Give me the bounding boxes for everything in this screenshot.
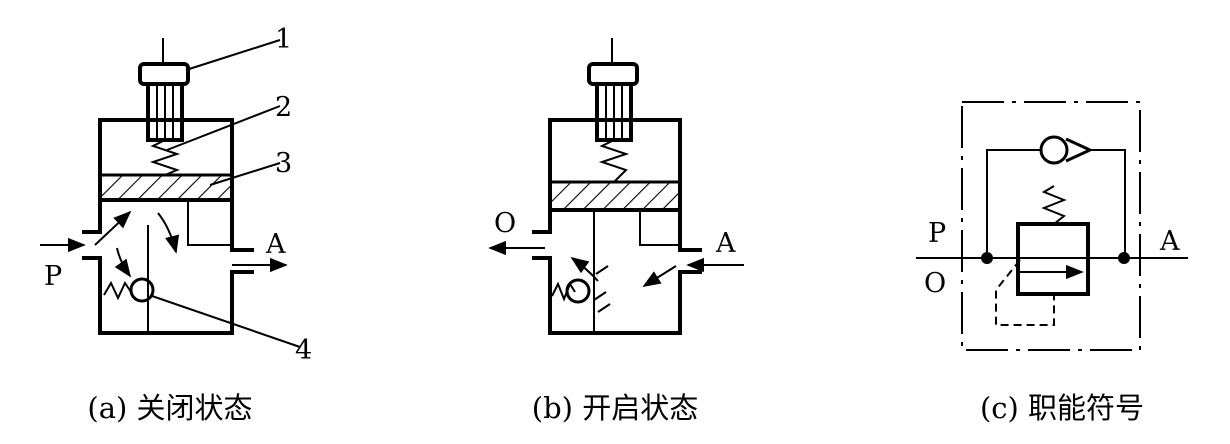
callout-3: 3 bbox=[275, 148, 292, 179]
callout-2: 2 bbox=[275, 92, 292, 123]
valve-body bbox=[82, 118, 254, 335]
panel-b-open-state: O A (b) 开启状态 bbox=[488, 38, 744, 425]
caption-b: (b) 开启状态 bbox=[532, 391, 698, 425]
screw-head bbox=[138, 62, 190, 86]
junction-left bbox=[981, 252, 993, 264]
port-label-o: O bbox=[494, 208, 516, 239]
port-label-a: A bbox=[715, 228, 736, 259]
spring bbox=[1041, 185, 1067, 225]
piston bbox=[548, 180, 682, 212]
callout-1: 1 bbox=[275, 24, 292, 55]
port-label-p: P bbox=[928, 218, 946, 249]
port-label-o: O bbox=[924, 268, 946, 299]
port-label-a: A bbox=[1159, 226, 1180, 257]
panel-c-function-symbol: P O A (c) 职能符号 bbox=[916, 101, 1188, 425]
valve-body bbox=[532, 118, 702, 335]
port-label-p: P bbox=[44, 261, 62, 292]
check-ball bbox=[129, 277, 155, 303]
spring bbox=[149, 139, 181, 176]
screw-head bbox=[587, 62, 639, 86]
spring bbox=[598, 139, 630, 183]
caption-c: (c) 职能符号 bbox=[980, 391, 1144, 425]
junction-right bbox=[1118, 252, 1130, 264]
piston bbox=[98, 173, 234, 202]
caption-a: (a) 关闭状态 bbox=[87, 391, 252, 425]
check-valve-seat bbox=[1065, 137, 1091, 163]
callout-4: 4 bbox=[295, 335, 312, 366]
check-valve-ball bbox=[1039, 135, 1069, 165]
port-label-a: A bbox=[265, 229, 286, 260]
panel-a-closed-state: 1 2 3 4 P A (a) 关闭状态 bbox=[40, 24, 312, 425]
symbol-enclosure bbox=[961, 101, 1141, 351]
